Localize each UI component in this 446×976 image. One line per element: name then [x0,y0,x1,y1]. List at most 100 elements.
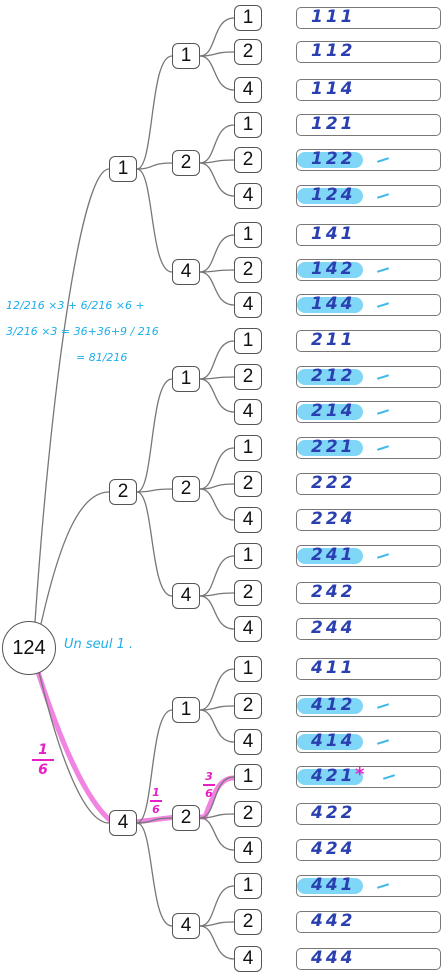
edge-l2-l3-0 [199,17,235,57]
outcome-221[interactable]: 221 [296,437,441,459]
node-level2-1[interactable]: 1 [172,366,200,392]
check-mark-icon [376,267,390,273]
node-level2-1[interactable]: 1 [172,697,200,723]
outcome-label: 411 [311,658,356,678]
node-level3-2[interactable]: 2 [234,39,262,65]
outcome-444[interactable]: 444 [296,948,441,970]
outcome-141[interactable]: 141 [296,224,441,246]
node-level3-2[interactable]: 2 [234,580,262,606]
outcome-212[interactable]: 212 [296,366,441,388]
outcome-label: 114 [311,79,356,99]
outcome-411[interactable]: 411 [296,658,441,680]
node-level3-4[interactable]: 4 [234,729,262,755]
node-level3-1[interactable]: 1 [234,222,262,248]
outcome-label: 441 [311,875,356,895]
node-level2-4[interactable]: 4 [172,583,200,609]
highlight-mark [297,440,363,456]
outcome-label: 141 [311,224,356,244]
node-level3-4[interactable]: 4 [234,946,262,972]
check-mark-icon [376,409,390,415]
node-level3-4[interactable]: 4 [234,292,262,318]
node-level3-1[interactable]: 1 [234,873,262,899]
calc-line-3: = 81/216 [76,351,128,365]
node-level2-2[interactable]: 2 [172,805,200,831]
node-level3-2[interactable]: 2 [234,364,262,390]
node-level3-1[interactable]: 1 [234,656,262,682]
outcome-144[interactable]: 144 [296,294,441,316]
edge-l2-l3-21 [199,776,235,819]
outcome-124[interactable]: 124 [296,185,441,207]
outcome-label: 111 [311,7,356,27]
node-level1-4[interactable]: 4 [109,810,137,836]
highlight-mark [297,734,363,750]
node-level3-4[interactable]: 4 [234,837,262,863]
outcome-label: 222 [311,473,356,493]
outcome-414[interactable]: 414 [296,731,441,753]
node-level2-4[interactable]: 4 [172,259,200,285]
outcome-112[interactable]: 112 [296,41,441,63]
node-level3-2[interactable]: 2 [234,909,262,935]
outcome-241[interactable]: 241 [296,545,441,567]
node-level3-1[interactable]: 1 [234,5,262,31]
node-level3-4[interactable]: 4 [234,507,262,533]
edge-l1-l2-1 [136,162,173,170]
outcome-122[interactable]: 122 [296,149,441,171]
node-level2-2[interactable]: 2 [172,476,200,502]
outcome-224[interactable]: 224 [296,509,441,531]
node-level3-4[interactable]: 4 [234,616,262,642]
node-level2-4[interactable]: 4 [172,913,200,939]
edge-l2-l3-15 [199,555,235,597]
root-node[interactable]: 124 [2,621,56,675]
outcome-441[interactable]: 441 [296,875,441,897]
highlight-mark [297,369,363,385]
edge-root-1 [40,491,110,625]
edge-l2-l3-9 [199,340,235,380]
outcome-421[interactable]: 421* [296,764,441,788]
outcome-242[interactable]: 242 [296,582,441,604]
node-level3-1[interactable]: 1 [234,328,262,354]
node-level3-2[interactable]: 2 [234,147,262,173]
outcome-211[interactable]: 211 [296,330,441,352]
outcome-142[interactable]: 142 [296,259,441,281]
outcome-111[interactable]: 111 [296,7,441,29]
outcome-222[interactable]: 222 [296,473,441,495]
node-level3-4[interactable]: 4 [234,77,262,103]
node-level3-1[interactable]: 1 [234,435,262,461]
outcome-412[interactable]: 412 [296,695,441,717]
outcome-label: 221 [311,437,356,457]
node-level3-1[interactable]: 1 [234,112,262,138]
outcome-121[interactable]: 121 [296,114,441,136]
node-level3-1[interactable]: 1 [234,764,262,790]
node-level1-1[interactable]: 1 [109,156,137,182]
node-level3-2[interactable]: 2 [234,471,262,497]
outcome-422[interactable]: 422 [296,803,441,825]
star-mark: * [355,764,365,785]
edge-l2-l3-25 [199,921,235,927]
outcome-424[interactable]: 424 [296,839,441,861]
node-level3-2[interactable]: 2 [234,693,262,719]
node-level2-2[interactable]: 2 [172,150,200,176]
node-level3-4[interactable]: 4 [234,183,262,209]
outcome-442[interactable]: 442 [296,911,441,933]
outcome-label: 214 [311,401,356,421]
outcome-244[interactable]: 244 [296,618,441,640]
outcome-114[interactable]: 114 [296,79,441,101]
outcome-214[interactable]: 214 [296,401,441,423]
edge-l1-l2-4 [136,488,173,493]
edge-l1-l2-7 [136,817,173,824]
check-mark-icon [376,739,390,745]
node-level1-2[interactable]: 2 [109,479,137,505]
node-level3-1[interactable]: 1 [234,543,262,569]
check-mark-icon [376,703,390,709]
edge-l1-l2-5 [136,491,173,597]
node-level3-2[interactable]: 2 [234,801,262,827]
node-level3-2[interactable]: 2 [234,257,262,283]
node-level2-1[interactable]: 1 [172,43,200,69]
edge-l2-l3-22 [199,813,235,819]
node-level3-4[interactable]: 4 [234,399,262,425]
outcome-label: 112 [311,41,356,61]
highlight-mark [297,152,363,168]
check-mark-icon [376,445,390,451]
